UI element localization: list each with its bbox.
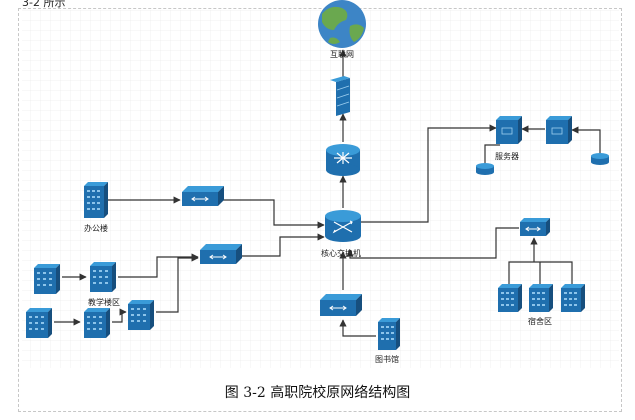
server-icon — [496, 116, 522, 144]
building-icon — [128, 300, 154, 330]
figure-frame — [18, 8, 622, 412]
building-icon — [529, 284, 553, 312]
link-teachswitch-core — [238, 233, 325, 257]
building-icon — [561, 284, 585, 312]
router-icon — [326, 144, 360, 176]
switch-icon — [320, 294, 362, 316]
office-label: 办公楼 — [84, 223, 108, 233]
switch-icon — [520, 218, 550, 236]
page-header-fragment: 3-2 所示 — [22, 0, 66, 9]
internet-label: 互联网 — [330, 50, 354, 59]
building-icon — [378, 318, 400, 350]
library-label: 图书馆 — [375, 354, 399, 364]
building-icon — [498, 284, 522, 312]
link-db-server1 — [484, 144, 500, 166]
link-teach-e — [156, 254, 199, 313]
building-icon — [84, 182, 108, 218]
database-icon — [476, 163, 494, 175]
servers-label: 服务器 — [495, 151, 519, 161]
core-switch-label: 核心交换机 — [321, 248, 361, 258]
firewall-icon — [330, 76, 350, 116]
dorm-label: 宿舍区 — [528, 316, 552, 326]
link-core-servers — [352, 124, 497, 223]
building-icon — [26, 308, 52, 338]
teaching-label: 教学楼区 — [88, 297, 120, 307]
building-icon — [84, 308, 110, 338]
switch-icon — [182, 186, 224, 206]
figure-caption: 图 3-2 高职院校原网络结构图 — [224, 385, 411, 401]
building-icon — [90, 262, 116, 292]
database-icon — [591, 153, 609, 165]
link-teach-b — [118, 253, 199, 278]
link-library-switch — [339, 319, 376, 337]
link-teach-d — [112, 308, 127, 323]
switch-icon — [200, 244, 242, 264]
server-icon — [546, 116, 572, 144]
link-officeswitch-core — [222, 199, 325, 229]
link-dormswitch-core — [346, 227, 519, 259]
link-db-server2 — [571, 126, 601, 156]
building-icon — [34, 264, 60, 294]
connections — [54, 49, 601, 337]
globe-icon — [318, 0, 366, 48]
core-switch-icon — [325, 210, 361, 242]
